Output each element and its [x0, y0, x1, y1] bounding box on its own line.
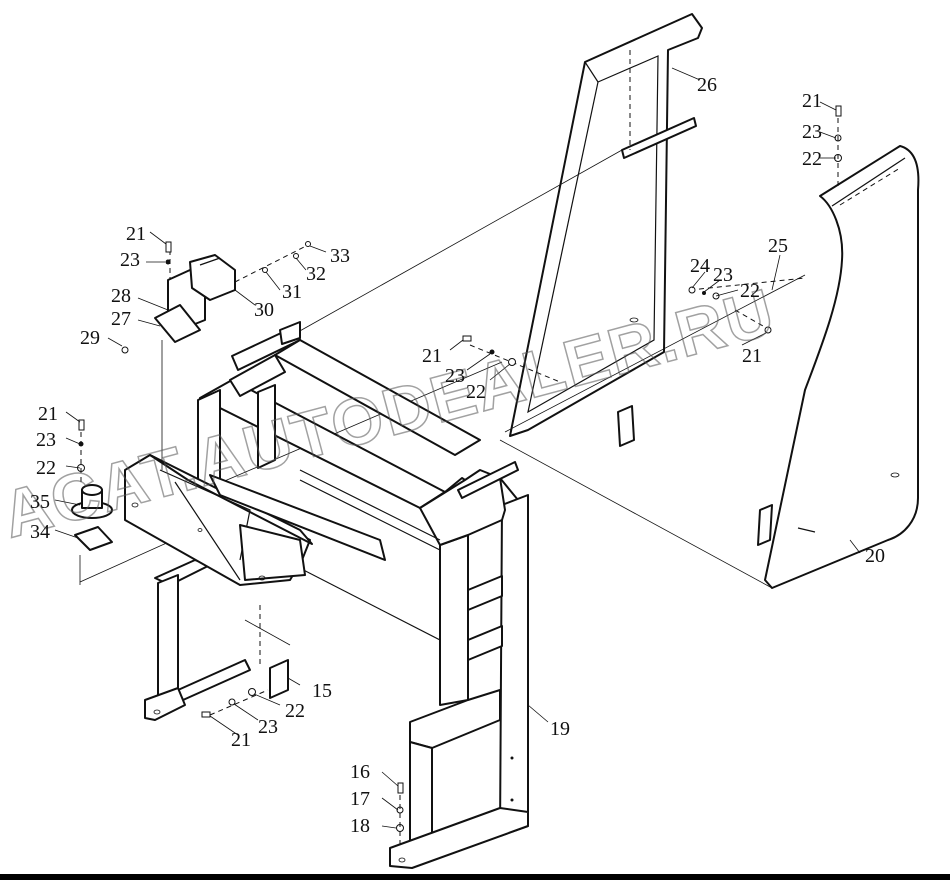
callout-22: 22 — [36, 457, 56, 479]
callout-32: 32 — [306, 263, 326, 285]
callout-23: 23 — [713, 264, 733, 286]
fasteners — [77, 105, 842, 848]
callout-35: 35 — [30, 491, 50, 513]
callout-27: 27 — [111, 308, 131, 330]
callout-22: 22 — [802, 148, 822, 170]
callout-22: 22 — [740, 280, 760, 302]
part-15-bracket — [209, 605, 291, 716]
callout-19: 19 — [550, 718, 570, 740]
lock-assembly — [154, 243, 311, 470]
callout-29: 29 — [80, 327, 100, 349]
callout-23: 23 — [445, 365, 465, 387]
callout-17: 17 — [350, 788, 370, 810]
callout-21: 21 — [38, 403, 58, 425]
callout-33: 33 — [330, 245, 350, 267]
callout-18: 18 — [350, 815, 370, 837]
callout-labels: 26 21 23 22 21 23 33 32 31 30 28 27 29 2… — [30, 74, 885, 837]
callout-21: 21 — [802, 90, 822, 112]
callout-30: 30 — [254, 299, 274, 321]
callout-25: 25 — [768, 235, 788, 257]
part-19-main-frame — [144, 321, 529, 869]
callout-21: 21 — [422, 345, 442, 367]
part-26-window-frame — [509, 13, 703, 437]
callout-22: 22 — [466, 381, 486, 403]
callout-23: 23 — [36, 429, 56, 451]
seat-bracket-assembly — [71, 454, 386, 586]
callout-15: 15 — [312, 680, 332, 702]
callout-21: 21 — [126, 223, 146, 245]
callout-26: 26 — [697, 74, 717, 96]
bottom-border — [0, 874, 950, 880]
callout-22: 22 — [285, 700, 305, 722]
leader-lines — [54, 67, 861, 829]
callout-28: 28 — [111, 285, 131, 307]
callout-21: 21 — [231, 729, 251, 751]
callout-24: 24 — [690, 255, 710, 277]
callout-34: 34 — [30, 521, 50, 543]
part-20-side-panel — [757, 145, 920, 589]
callout-20: 20 — [865, 545, 885, 567]
callout-23: 23 — [258, 716, 278, 738]
callout-21: 21 — [742, 345, 762, 367]
callout-16: 16 — [350, 761, 370, 783]
callout-23: 23 — [802, 121, 822, 143]
callout-31: 31 — [282, 281, 302, 303]
callout-23: 23 — [120, 249, 140, 271]
